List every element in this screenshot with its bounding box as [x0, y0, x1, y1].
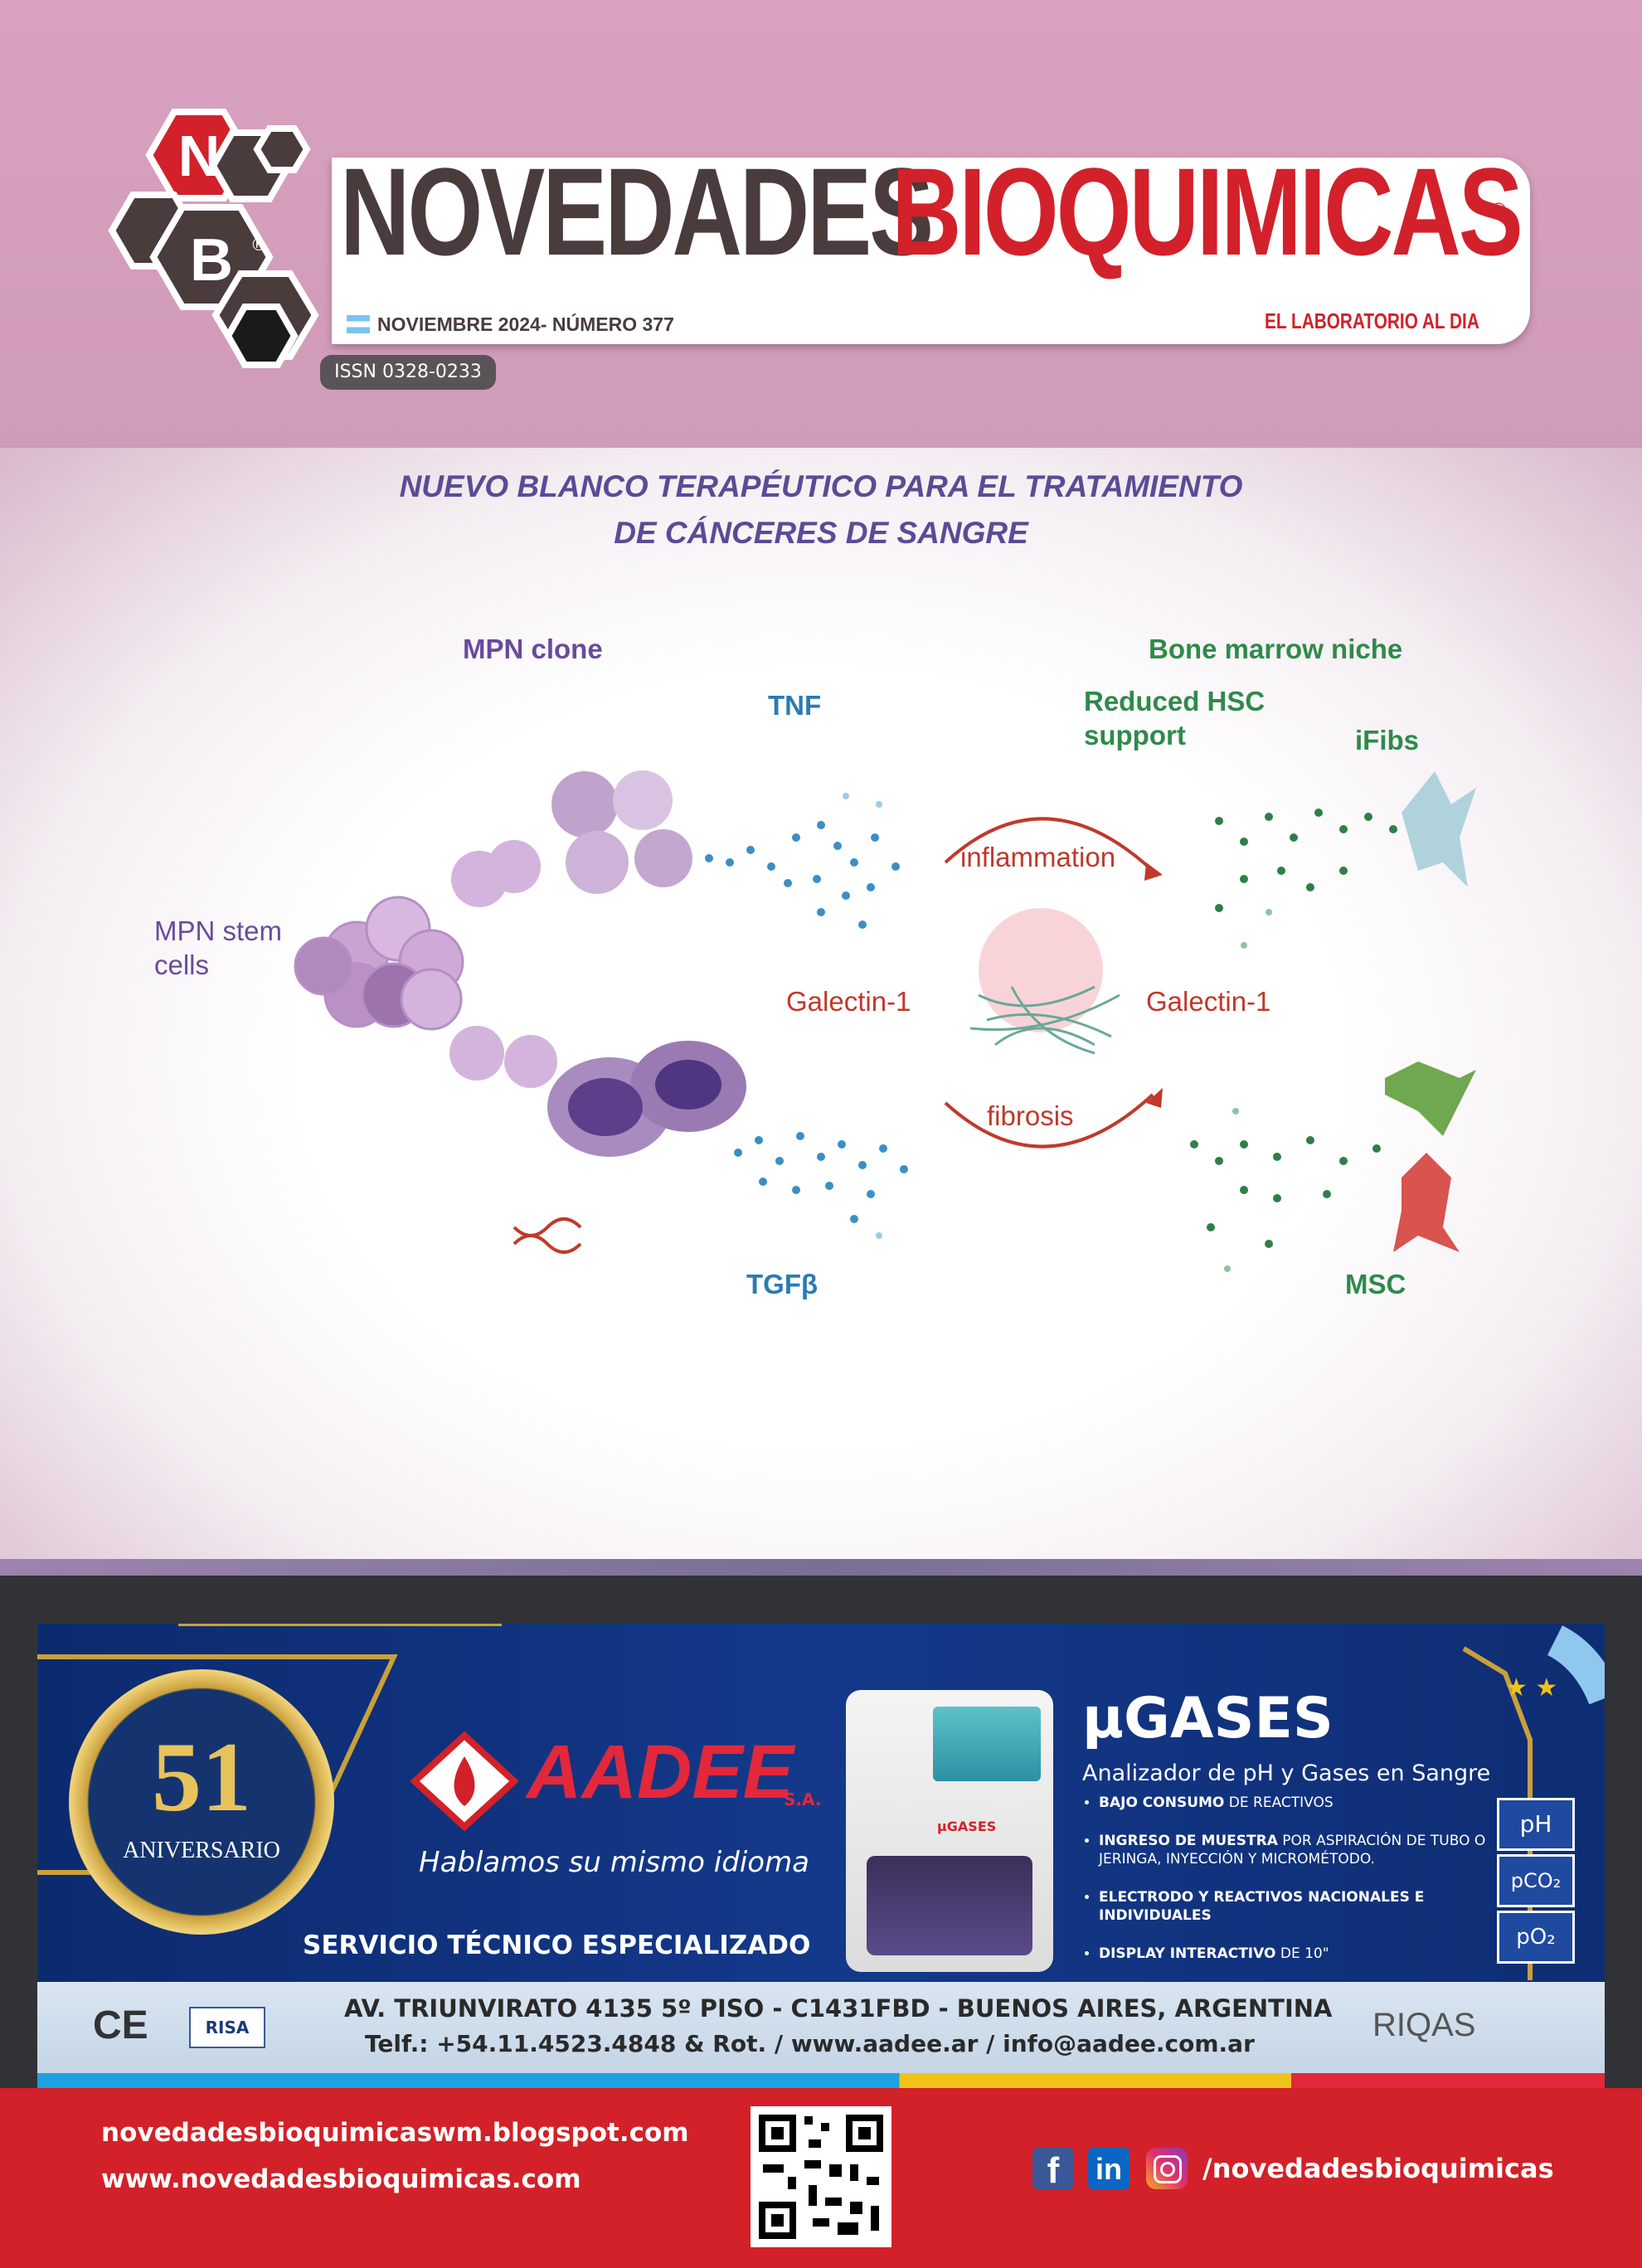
social-handle[interactable]: /novedadesbioquimicas — [1202, 2153, 1554, 2184]
label-reduced-hsc-line2: support — [1084, 720, 1186, 751]
fibrosis-arrowhead — [1146, 1088, 1163, 1108]
label-tnf: TNF — [768, 690, 822, 721]
niche-dots-upper — [1215, 809, 1397, 949]
msc-cell-green — [1385, 1061, 1476, 1136]
riqas-logo: RIQAS — [1372, 2007, 1476, 2043]
niche-dots-lower — [1190, 1108, 1381, 1272]
masthead-reg-mark: ® — [1489, 199, 1508, 222]
headline-line1: NUEVO BLANCO TERAPÉUTICO PARA EL TRATAMI… — [399, 469, 1243, 503]
label-mpn-stem-line2: cells — [154, 949, 210, 981]
linkedin-icon[interactable]: in — [1088, 2148, 1129, 2189]
masthead-bioquimicas: BIOQUIMICAS — [891, 142, 1523, 281]
label-mpn-stem-line1: MPN stem — [154, 915, 283, 946]
instagram-icon-frame — [1154, 2155, 1182, 2183]
device-screen — [933, 1707, 1041, 1781]
footer-website-link[interactable]: www.novedadesbioquimicas.com — [101, 2164, 581, 2194]
logo-letter-n: N — [178, 124, 221, 188]
fibrosis-arrow — [944, 1093, 1154, 1149]
issue-info: NOVIEMBRE 2024- NÚMERO 377 — [377, 313, 674, 335]
anniversary-text: ANIVERSARIO — [123, 1838, 280, 1863]
product-name: µGASES — [1082, 1686, 1334, 1751]
anniversary-number: 51 — [152, 1722, 251, 1832]
facebook-icon[interactable]: f — [1032, 2148, 1074, 2191]
mpn-clone-cells-upper — [451, 770, 692, 907]
msc-cell-red — [1393, 1153, 1460, 1252]
ad-color-bar — [37, 2073, 1605, 2088]
feature-list: BAJO CONSUMO DE REACTIVOS INGRESO DE MUE… — [1082, 1794, 1489, 1964]
issn-badge: ISSN 0328-0233 — [320, 355, 496, 390]
dna-icon — [513, 1217, 582, 1254]
label-msc: MSC — [1345, 1269, 1406, 1299]
product-subtitle: Analizador de pH y Gases en Sangre — [1082, 1760, 1491, 1786]
ad-contact: Telf.: +54.11.4523.4848 & Rot. / www.aad… — [365, 2030, 1255, 2057]
logo-hex-black — [224, 304, 299, 368]
cover-illustration — [0, 448, 1642, 1559]
title-bar — [332, 158, 1530, 344]
logo-reg-mark: ® — [250, 235, 267, 255]
ad-service: SERVICIO TÉCNICO ESPECIALIZADO — [303, 1930, 811, 1960]
label-reduced-hsc: Reduced HSC support — [1084, 684, 1265, 753]
brand-suffix: S.A. — [784, 1790, 822, 1809]
param-ph: pH — [1497, 1798, 1575, 1851]
label-bone-marrow-niche: Bone marrow niche — [1149, 634, 1403, 664]
instagram-icon-lens — [1160, 2162, 1175, 2177]
param-pco2: pCO₂ — [1497, 1854, 1575, 1907]
label-ifibs: iFibs — [1355, 725, 1420, 755]
instagram-icon[interactable] — [1146, 2148, 1188, 2189]
stars-icon: ★ ★ — [1505, 1673, 1558, 1702]
risa-badge: RISA — [189, 2007, 265, 2048]
stem-cells-cluster — [294, 896, 464, 1031]
brand-aadee: AADEE — [527, 1730, 794, 1814]
param-po2: pO₂ — [1497, 1911, 1575, 1964]
fibrosis-fibers — [969, 985, 1120, 1055]
headline-line2: DE CÁNCERES DE SANGRE — [614, 516, 1028, 550]
footer-blog-link[interactable]: novedadesbioquimicaswm.blogspot.com — [101, 2118, 689, 2148]
nb-logo: N B ® — [108, 109, 319, 368]
feature-item: INGRESO DE MUESTRA POR ASPIRACIÓN DE TUB… — [1099, 1832, 1489, 1868]
anniversary-seal — [69, 1669, 334, 1935]
label-inflammation: inflammation — [960, 842, 1116, 872]
feature-item: BAJO CONSUMO DE REACTIVOS — [1099, 1794, 1489, 1812]
ifibs-cell — [1402, 771, 1476, 887]
feature-item: ELECTRODO Y REACTIVOS NACIONALES E INDIV… — [1099, 1888, 1489, 1925]
qr-code-icon[interactable] — [751, 2106, 891, 2247]
ce-mark: CE — [93, 2003, 148, 2047]
slogan: EL LABORATORIO AL DIA — [1265, 308, 1479, 333]
label-fibrosis: fibrosis — [987, 1100, 1074, 1131]
inflammation-glow — [979, 908, 1103, 1032]
feature-item: DISPLAY INTERACTIVO DE 10" — [1099, 1945, 1489, 1963]
device-reagent-bay — [867, 1856, 1032, 1955]
tnf-cytokine-dots — [705, 793, 900, 929]
label-galectin-right: Galectin-1 — [1146, 986, 1271, 1017]
logo-hex-dark-2 — [253, 125, 311, 173]
label-galectin-left: Galectin-1 — [786, 986, 911, 1017]
ad-tagline: Hablamos su mismo idioma — [419, 1846, 810, 1879]
divider-strip — [0, 1559, 1642, 1576]
ad-address-bar — [37, 1982, 1605, 2073]
biology-diagram — [294, 770, 1476, 1272]
aadee-diamond-logo — [410, 1731, 518, 1831]
logo-letter-b: B — [190, 227, 233, 294]
label-reduced-hsc-line1: Reduced HSC — [1084, 686, 1266, 716]
label-tgfb: TGFβ — [746, 1269, 819, 1299]
inflammation-arrow — [944, 817, 1154, 872]
tgfb-cytokine-dots — [734, 1132, 908, 1239]
argentina-flag-icon — [347, 315, 370, 333]
label-mpn-stem: MPN stem cells — [154, 914, 282, 983]
masthead-novedades: NOVEDADES — [340, 142, 934, 281]
ad-address: AV. TRIUNVIRATO 4135 5º PISO - C1431FBD … — [344, 1994, 1333, 2023]
mpn-clone-cells-lower — [449, 1026, 746, 1157]
label-mpn-clone: MPN clone — [463, 634, 603, 664]
device-label: µGASES — [937, 1819, 997, 1834]
inflammation-arrowhead — [1144, 862, 1163, 881]
